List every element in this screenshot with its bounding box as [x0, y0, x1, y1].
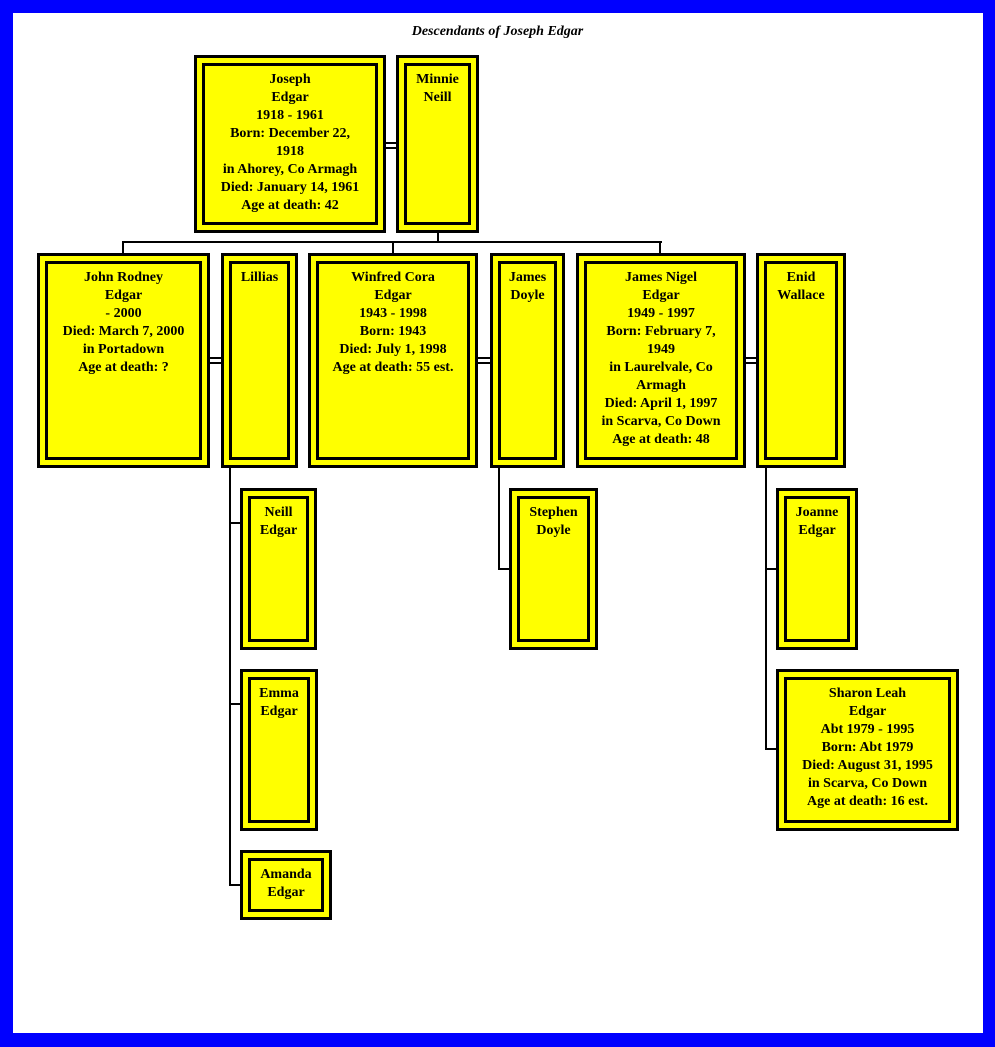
person-winfred-cora-edgar-text: Winfred Cora Edgar 1943 - 1998 Born: 194…	[316, 261, 470, 460]
person-james-doyle-text: James Doyle	[498, 261, 557, 460]
person-joseph-edgar-text: Joseph Edgar 1918 - 1961 Born: December …	[202, 63, 378, 225]
person-amanda-edgar[interactable]: Amanda Edgar	[240, 850, 332, 920]
branch-sharon	[765, 748, 777, 750]
branch-neill	[229, 522, 241, 524]
person-enid-wallace-text: Enid Wallace	[764, 261, 838, 460]
person-james-nigel-edgar[interactable]: James Nigel Edgar 1949 - 1997 Born: Febr…	[576, 253, 746, 468]
person-joanne-edgar-text: Joanne Edgar	[784, 496, 850, 642]
marriage-line-john-lillias	[210, 357, 222, 359]
descent-line-doyle	[498, 468, 500, 570]
person-winfred-cora-edgar[interactable]: Winfred Cora Edgar 1943 - 1998 Born: 194…	[308, 253, 478, 468]
person-john-rodney-edgar-text: John Rodney Edgar - 2000 Died: March 7, …	[45, 261, 202, 460]
person-emma-edgar-text: Emma Edgar	[248, 677, 310, 823]
person-stephen-doyle-text: Stephen Doyle	[517, 496, 590, 642]
person-stephen-doyle[interactable]: Stephen Doyle	[509, 488, 598, 650]
person-james-doyle[interactable]: James Doyle	[490, 253, 565, 468]
drop-line-john	[122, 241, 124, 255]
branch-amanda	[229, 884, 241, 886]
chart-title: Descendants of Joseph Edgar	[411, 24, 584, 39]
descent-line-lillias	[229, 468, 231, 886]
marriage-line-winfred-doyle-2	[477, 362, 491, 364]
marriage-line-nigel-enid-2	[745, 362, 757, 364]
branch-emma	[229, 703, 241, 705]
person-emma-edgar[interactable]: Emma Edgar	[240, 669, 318, 831]
branch-joanne	[765, 568, 777, 570]
marriage-line-joseph-minnie-2	[386, 147, 396, 149]
marriage-line-nigel-enid	[745, 357, 757, 359]
person-lillias-text: Lillias	[229, 261, 290, 460]
person-joanne-edgar[interactable]: Joanne Edgar	[776, 488, 858, 650]
person-amanda-edgar-text: Amanda Edgar	[248, 858, 324, 912]
person-james-nigel-edgar-text: James Nigel Edgar 1949 - 1997 Born: Febr…	[584, 261, 738, 460]
person-minnie-neill-text: Minnie Neill	[404, 63, 471, 225]
descent-line-enid	[765, 468, 767, 750]
person-john-rodney-edgar[interactable]: John Rodney Edgar - 2000 Died: March 7, …	[37, 253, 210, 468]
branch-stephen	[498, 568, 510, 570]
drop-line-winfred	[392, 241, 394, 255]
person-enid-wallace[interactable]: Enid Wallace	[756, 253, 846, 468]
person-minnie-neill[interactable]: Minnie Neill	[396, 55, 479, 233]
drop-line-james-nigel	[659, 241, 661, 255]
person-joseph-edgar[interactable]: Joseph Edgar 1918 - 1961 Born: December …	[194, 55, 386, 233]
marriage-line-john-lillias-2	[210, 362, 222, 364]
marriage-line-winfred-doyle	[477, 357, 491, 359]
person-neill-edgar-text: Neill Edgar	[248, 496, 309, 642]
person-neill-edgar[interactable]: Neill Edgar	[240, 488, 317, 650]
person-lillias[interactable]: Lillias	[221, 253, 298, 468]
marriage-line-joseph-minnie	[386, 142, 396, 144]
descent-line-joseph	[437, 232, 439, 243]
person-sharon-leah-edgar-text: Sharon Leah Edgar Abt 1979 - 1995 Born: …	[784, 677, 951, 823]
person-sharon-leah-edgar[interactable]: Sharon Leah Edgar Abt 1979 - 1995 Born: …	[776, 669, 959, 831]
